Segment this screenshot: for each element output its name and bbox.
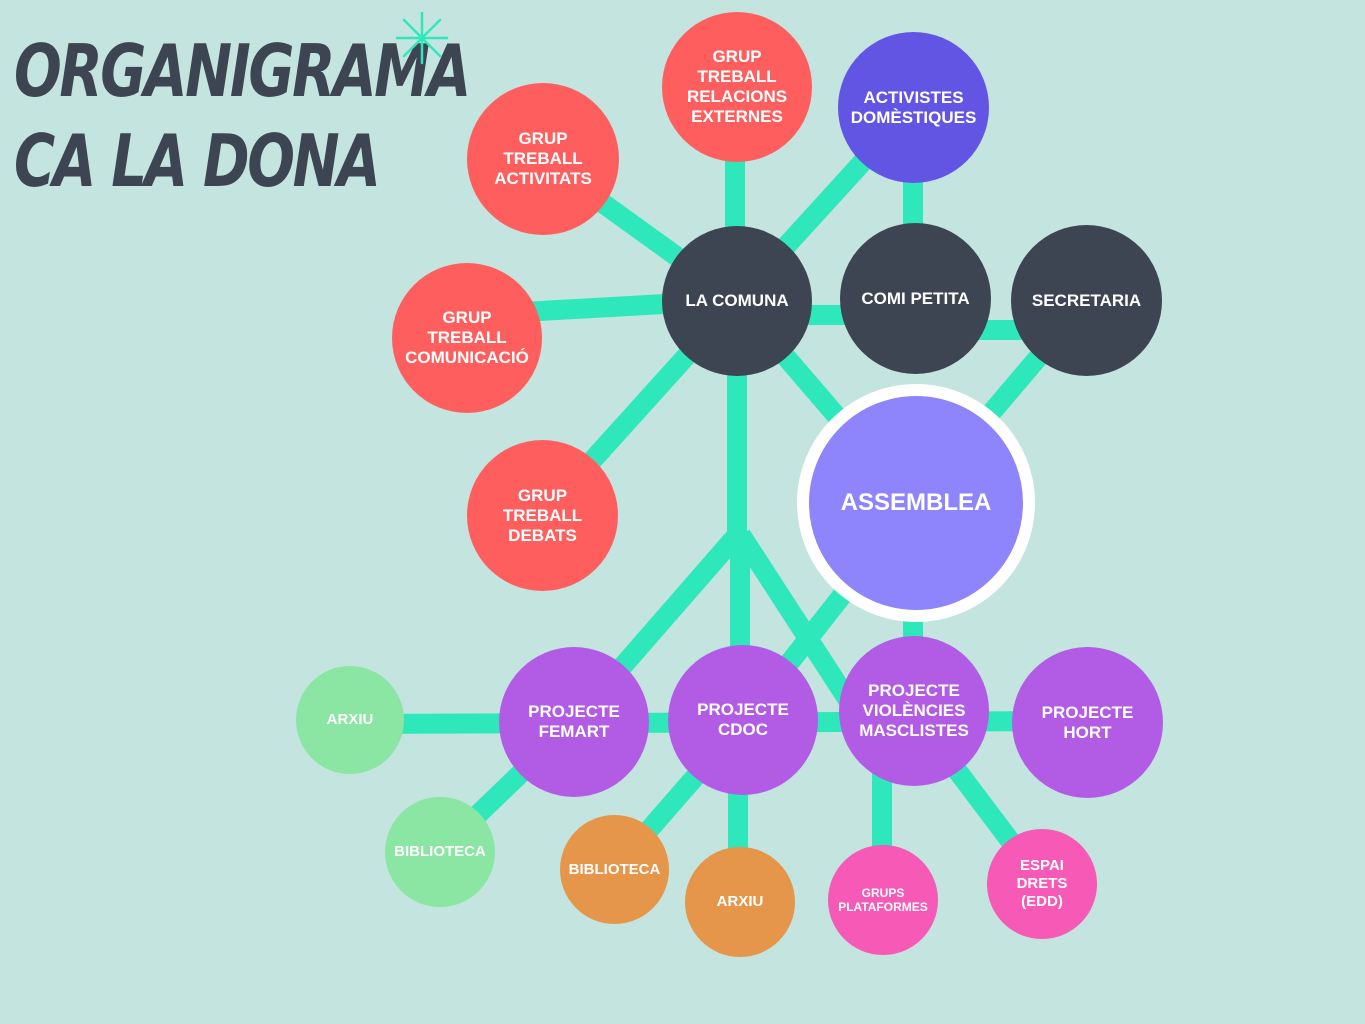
- node-grup-treball-debats: GRUP TREBALL DEBATS: [467, 440, 618, 591]
- title-line-2: CA LA DONA: [14, 119, 381, 203]
- node-comi-petita: COMI PETITA: [840, 223, 991, 374]
- node-projecte-cdoc: PROJECTE CDOC: [668, 645, 818, 795]
- node-secretaria: SECRETARIA: [1011, 225, 1162, 376]
- node-grup-treball-activitats: GRUP TREBALL ACTIVITATS: [467, 83, 619, 235]
- node-cdoc-biblioteca: BIBLIOTECA: [560, 815, 669, 924]
- node-activistes-domestiques: ACTIVISTES DOMÈSTIQUES: [838, 32, 989, 183]
- node-projecte-hort: PROJECTE HORT: [1012, 647, 1163, 798]
- title-line-1: ORGANIGRAMA: [14, 29, 471, 113]
- node-la-comuna: LA COMUNA: [662, 226, 812, 376]
- node-grup-treball-comunicacio: GRUP TREBALL COMUNICACIÓ: [392, 263, 542, 413]
- page-title: ORGANIGRAMA CA LA DONA: [14, 26, 471, 206]
- node-femart-biblioteca: BIBLIOTECA: [385, 797, 495, 907]
- node-grups-plataformes: GRUPS PLATAFORMES: [828, 845, 938, 955]
- node-femart-arxiu: ARXIU: [296, 666, 404, 774]
- node-grup-treball-relacions-externes: GRUP TREBALL RELACIONS EXTERNES: [662, 12, 812, 162]
- asterisk-icon: [395, 11, 449, 65]
- node-cdoc-arxiu: ARXIU: [685, 847, 795, 957]
- node-projecte-femart: PROJECTE FEMART: [499, 647, 649, 797]
- node-assemblea: ASSEMBLEA: [797, 384, 1035, 622]
- node-espai-drets-edd: ESPAI DRETS (EDD): [987, 829, 1097, 939]
- node-projecte-violencies-masclistes: PROJECTE VIOLÈNCIES MASCLISTES: [839, 636, 989, 786]
